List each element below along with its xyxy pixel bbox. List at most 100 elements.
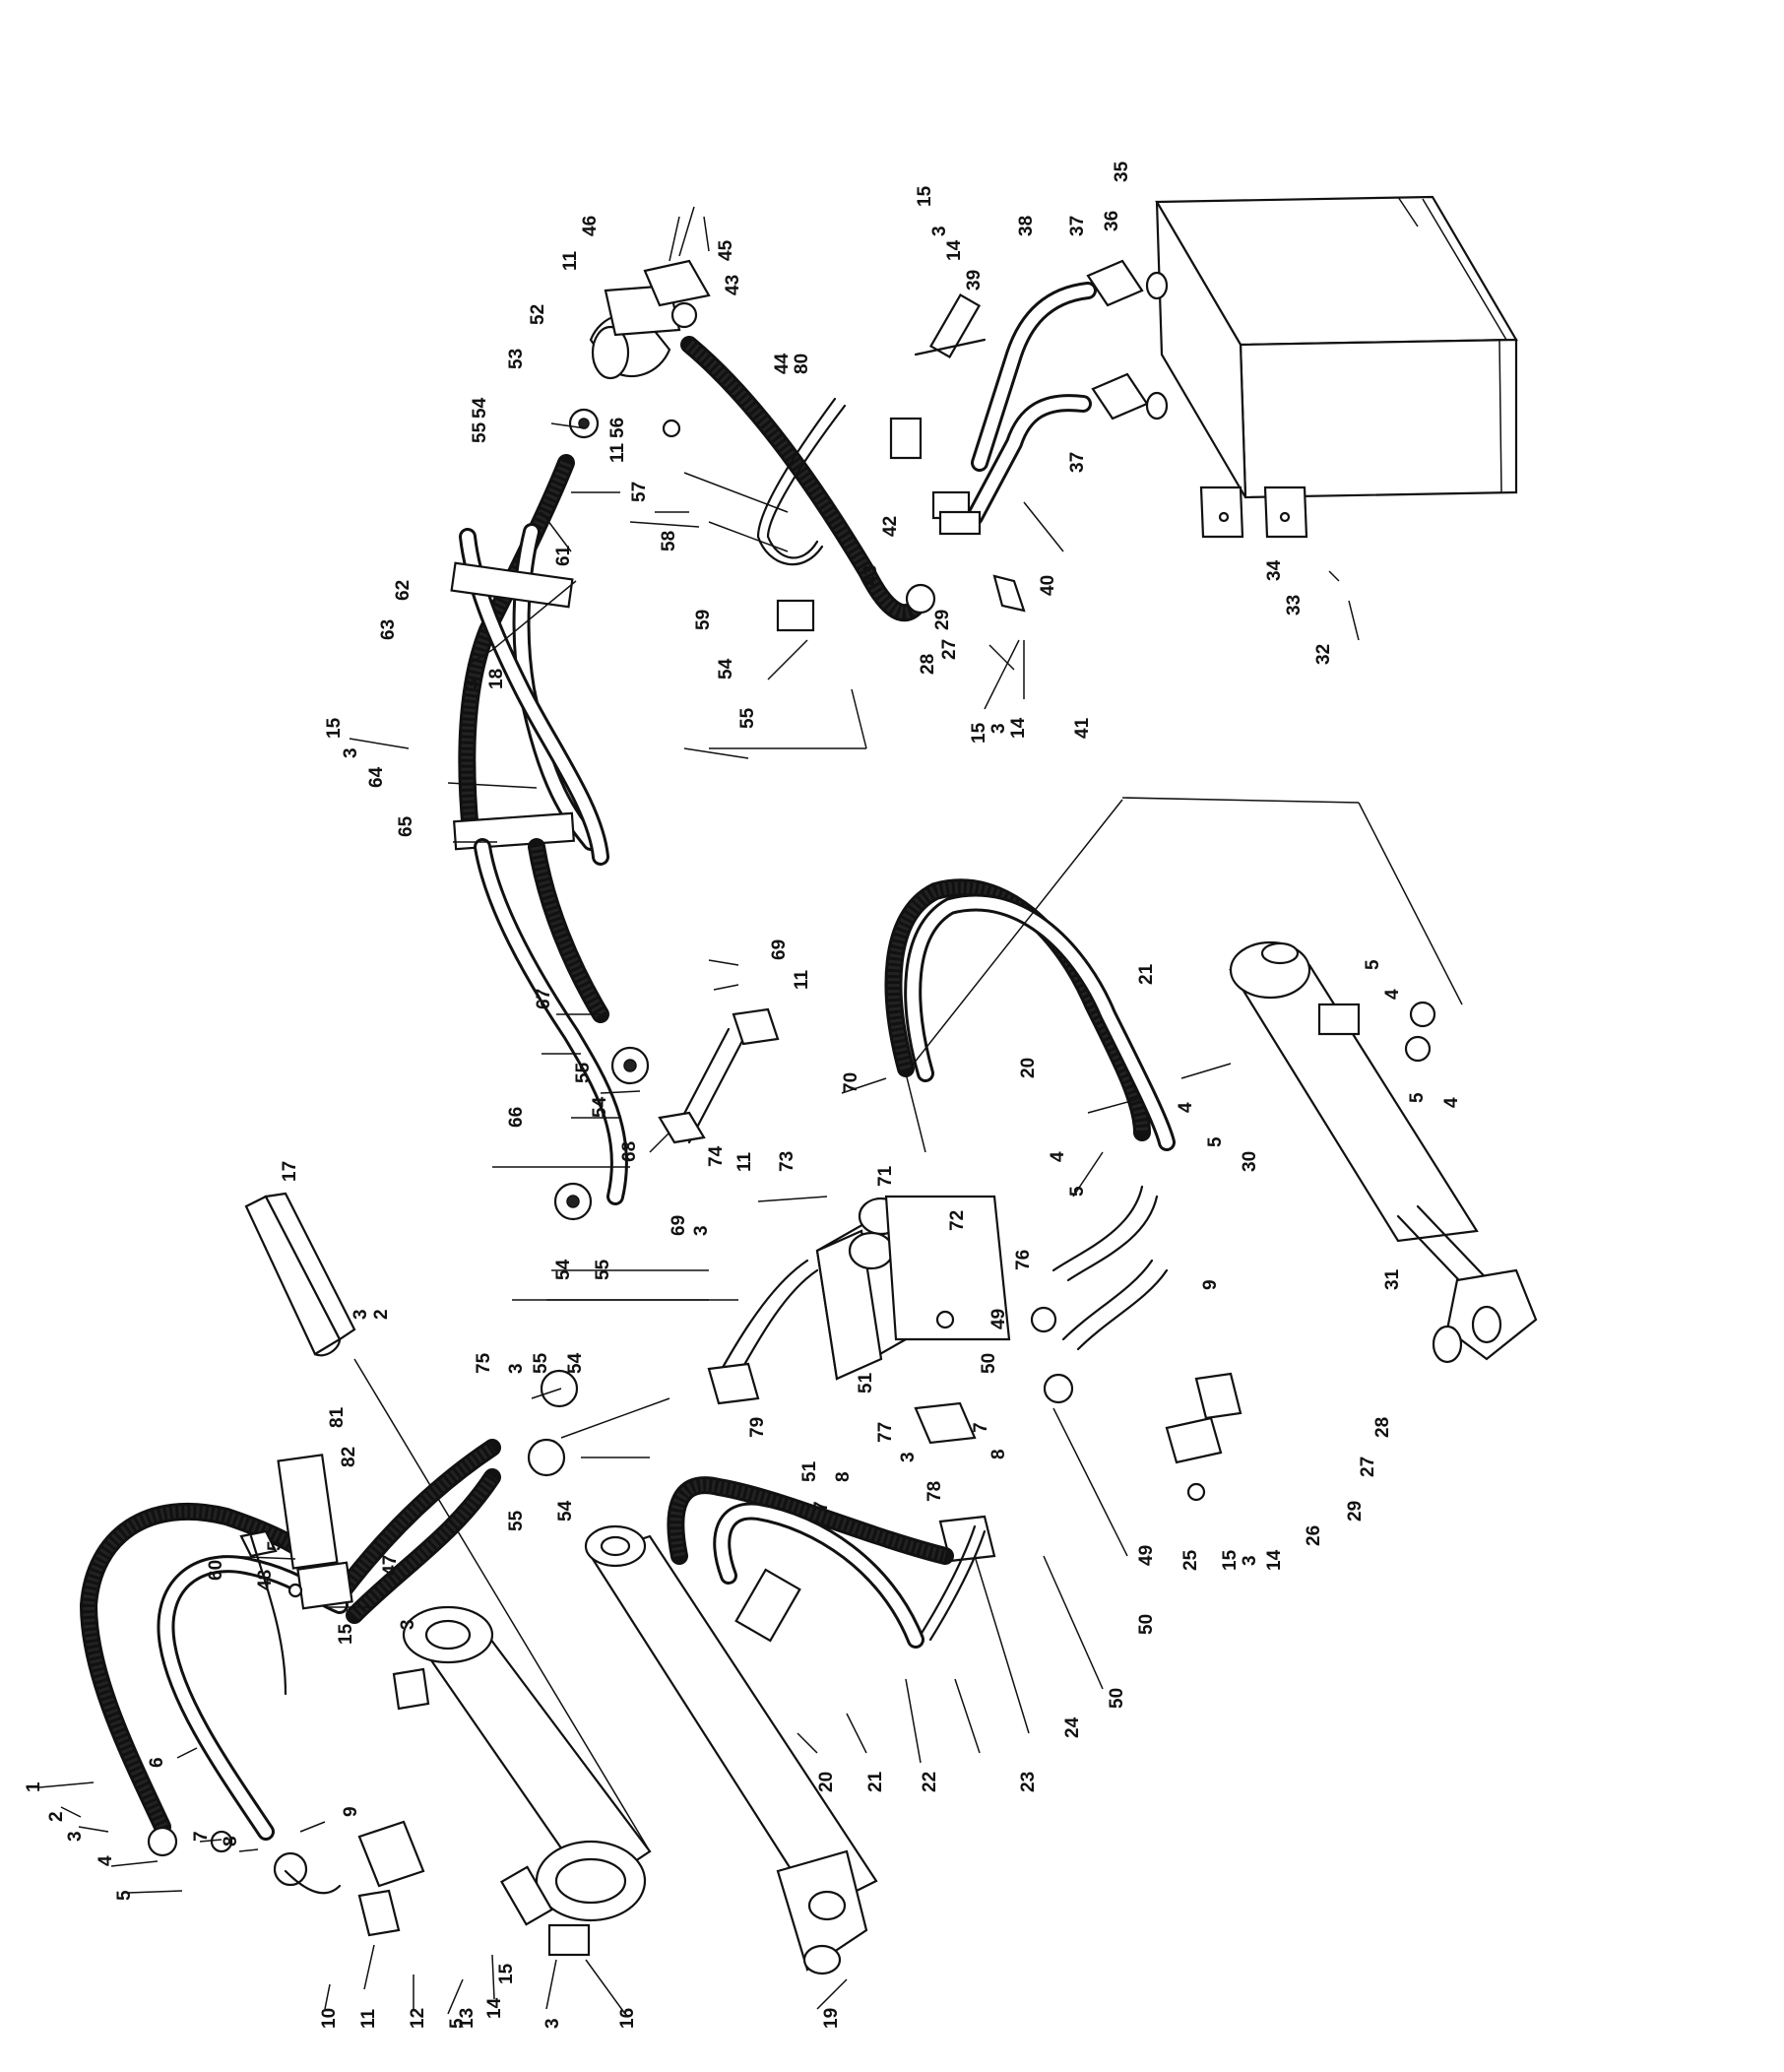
callout-44: 44: [772, 353, 793, 374]
callout-55: 55: [531, 1352, 551, 1374]
callout-45: 45: [716, 239, 736, 261]
callout-68: 68: [619, 1141, 640, 1162]
callout-62: 62: [393, 580, 414, 601]
callout-57: 57: [629, 482, 650, 502]
callout-10: 10: [319, 2008, 340, 2029]
callout-79: 79: [747, 1417, 768, 1438]
callout-29: 29: [932, 610, 953, 630]
callout-8: 8: [221, 1836, 241, 1846]
callout-41: 41: [1072, 717, 1093, 739]
callout-60: 60: [206, 1560, 226, 1581]
callout-37: 37: [1067, 452, 1088, 473]
callout-4: 4: [96, 1855, 116, 1866]
callout-32: 32: [1313, 644, 1334, 665]
callout-26: 26: [1304, 1525, 1324, 1546]
callout-3: 3: [898, 1452, 919, 1462]
callout-11: 11: [358, 2008, 379, 2029]
left-hardware: [147, 1529, 425, 1937]
callout-43: 43: [860, 565, 881, 586]
callout-31: 31: [1382, 1268, 1403, 1290]
callout-42: 42: [880, 516, 901, 537]
callout-27: 27: [939, 639, 960, 660]
callout-73: 73: [777, 1151, 797, 1172]
callout-70: 70: [841, 1072, 861, 1093]
callout-15: 15: [336, 1623, 356, 1645]
callout-82: 82: [339, 1447, 359, 1467]
callout-1: 1: [24, 1781, 44, 1792]
callout-12: 12: [408, 2008, 428, 2029]
callout-66: 66: [506, 1107, 527, 1128]
callout-7: 7: [191, 1831, 212, 1842]
callout-59: 59: [693, 610, 714, 630]
callout-6: 6: [147, 1757, 167, 1768]
callout-8: 8: [988, 1449, 1009, 1459]
callout-76: 76: [1013, 1250, 1034, 1270]
cylinder-19: [584, 1524, 878, 1975]
callout-15: 15: [915, 185, 935, 207]
callout-37: 37: [1067, 216, 1088, 236]
callout-54: 54: [565, 1352, 586, 1374]
callout-54: 54: [555, 1500, 576, 1522]
callout-3: 3: [988, 723, 1009, 734]
callout-54: 54: [470, 397, 490, 419]
callout-49: 49: [1136, 1545, 1157, 1566]
callout-63: 63: [378, 619, 399, 640]
callout-58: 58: [659, 531, 679, 551]
callout-19: 19: [821, 2008, 842, 2029]
callout-48: 48: [255, 1570, 276, 1590]
callout-5: 5: [1067, 1186, 1088, 1197]
callout-8: 8: [833, 1471, 854, 1482]
callout-80: 80: [792, 354, 812, 374]
callout-23: 23: [1018, 1772, 1039, 1792]
callout-49: 49: [988, 1309, 1009, 1329]
callout-5: 5: [1407, 1092, 1428, 1103]
callout-47: 47: [380, 1555, 401, 1576]
return-hoses-44-58: [680, 336, 936, 632]
callout-69: 69: [669, 1215, 689, 1236]
callout-4: 4: [1176, 1102, 1196, 1113]
callout-33: 33: [1284, 595, 1305, 615]
callout-11: 11: [560, 250, 581, 271]
callout-25: 25: [1180, 1549, 1201, 1571]
callout-15: 15: [324, 717, 345, 739]
callout-7: 7: [971, 1422, 991, 1433]
callout-17: 17: [280, 1161, 300, 1182]
callout-15: 15: [1220, 1549, 1241, 1571]
callout-15: 15: [496, 1963, 517, 1984]
filter-cap-assembly: [568, 206, 711, 439]
callout-14: 14: [1008, 717, 1029, 739]
callout-50: 50: [1107, 1688, 1127, 1709]
callout-55: 55: [506, 1510, 527, 1531]
cylinder-16: [392, 1605, 652, 1957]
callout-64: 64: [366, 766, 387, 788]
callout-3: 3: [350, 1309, 371, 1320]
callout-50: 50: [979, 1353, 999, 1374]
callout-5: 5: [265, 1540, 286, 1551]
hoses-61-65: [450, 454, 609, 866]
callout-3: 3: [341, 747, 361, 758]
callout-4: 4: [1441, 1097, 1462, 1108]
callout-78: 78: [924, 1481, 945, 1502]
callout-55: 55: [470, 421, 490, 443]
cover-plate-17: [244, 1192, 356, 1357]
callout-15: 15: [969, 722, 989, 744]
callout-11: 11: [607, 442, 628, 463]
callout-46: 46: [580, 216, 601, 236]
callout-20: 20: [816, 1772, 837, 1792]
callout-4: 4: [1048, 1151, 1068, 1162]
callout-3: 3: [65, 1831, 86, 1842]
callout-29: 29: [1345, 1501, 1366, 1522]
callout-5: 5: [1205, 1136, 1226, 1147]
leader-lines: [38, 216, 1360, 2015]
callout-20: 20: [1018, 1058, 1039, 1078]
callout-14: 14: [1264, 1549, 1285, 1571]
hoses-20-21-left: [667, 1476, 954, 1649]
callout-43: 43: [723, 275, 743, 295]
callout-38: 38: [1016, 216, 1037, 236]
fittings-76-77-24: [914, 1185, 1169, 1642]
callout-18: 18: [486, 669, 507, 689]
callout-55: 55: [593, 1259, 613, 1280]
pipe-block-68: [658, 1007, 780, 1144]
callout-51: 51: [799, 1460, 820, 1482]
